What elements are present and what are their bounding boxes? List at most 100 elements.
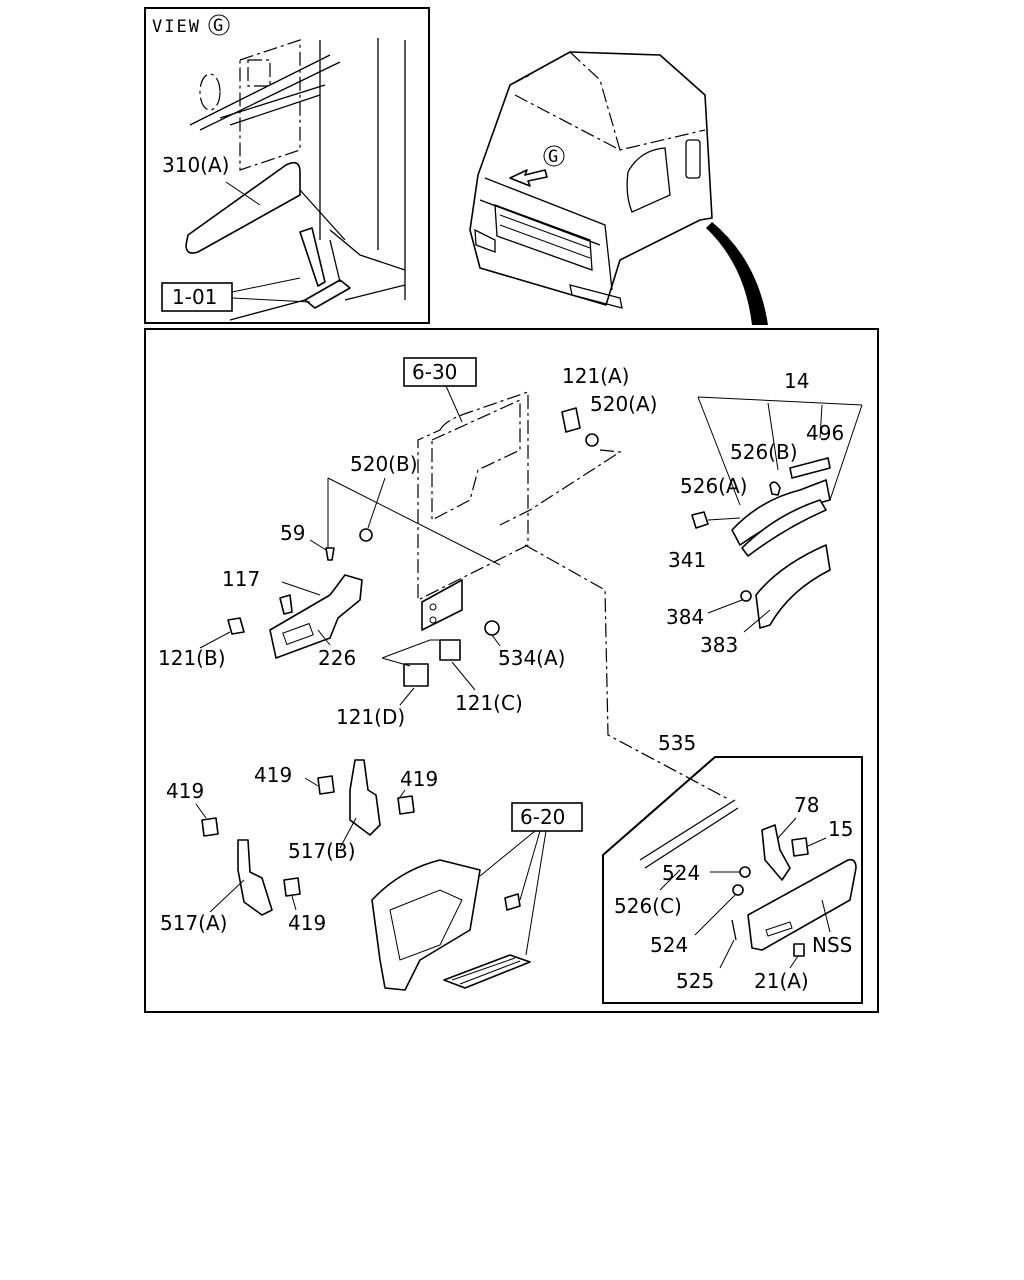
step-bolt: [504, 893, 521, 911]
label-517b: 517(B): [288, 839, 356, 863]
leader-6-20: [479, 830, 547, 956]
label-6-20: 6-20: [520, 805, 565, 829]
part-496-strip: [789, 457, 831, 479]
label-383: 383: [700, 633, 738, 657]
label-121a: 121(A): [562, 364, 629, 388]
label-226: 226: [318, 646, 356, 670]
leader-121d: [399, 687, 415, 706]
view-letter: G: [213, 16, 223, 36]
leader-524-b: [694, 894, 736, 936]
garnish-inset-frame: [602, 756, 863, 1004]
cab-headlamp-left: [474, 228, 496, 253]
door-hole-2: [429, 616, 437, 624]
leader-21a: [789, 955, 799, 969]
part-419-bolt-d: [283, 877, 301, 897]
ref-box-6-20: [511, 802, 583, 832]
leader-121b: [199, 631, 231, 649]
part-534a-clip: [484, 620, 500, 636]
part-121a-clip: [561, 407, 581, 433]
part-517b-bracket: [349, 759, 381, 836]
label-59: 59: [280, 521, 305, 545]
inset-floor-lines: [299, 189, 406, 271]
label-520b: 520(B): [350, 452, 418, 476]
label-341: 341: [668, 548, 706, 572]
main-frame: [144, 328, 879, 1013]
leader-1-01: [231, 277, 311, 303]
step-housing: [371, 859, 481, 991]
cab-body: [469, 51, 713, 306]
leader-526c: [659, 869, 681, 891]
label-496: 496: [806, 421, 844, 445]
cab-arrow-circle: [543, 145, 565, 167]
view-swoosh: [706, 222, 768, 325]
label-419-c: 419: [400, 767, 438, 791]
view-letter-circle: [208, 14, 230, 36]
leader-534a: [491, 634, 501, 647]
part-517a-bracket: [237, 839, 273, 916]
leader-15: [807, 837, 827, 847]
garnish-inset: 526(C) 78 15 524 524 NSS 525 21(A): [602, 756, 863, 1004]
view-title: VIEW: [152, 17, 201, 37]
bracket-group-517: 419 419 517(B) 419 419 517(A): [160, 759, 438, 935]
label-520a: 520(A): [590, 392, 657, 416]
label-525: 525: [676, 969, 714, 993]
part-383-cover: [755, 544, 831, 629]
part-524-clip-b: [732, 884, 744, 896]
part-520b-nut: [359, 528, 373, 542]
leader-310a: [225, 181, 261, 206]
label-15: 15: [828, 817, 853, 841]
leader-121c: [451, 661, 476, 691]
hinge-group: 520(B) 59 117 121(B) 226: [158, 452, 501, 670]
part-117-bolt: [279, 594, 293, 615]
ref-box-1-01: [161, 282, 233, 312]
leader-419-c: [397, 789, 406, 801]
label-78: 78: [794, 793, 819, 817]
inset-square: [247, 59, 271, 87]
inset-floor-edge: [229, 284, 406, 321]
label-534a: 534(A): [498, 646, 565, 670]
label-526a: 526(A): [680, 474, 747, 498]
cab-arrow-letter: G: [548, 147, 558, 167]
view-g-inset: VIEW G 310(A) 1-01: [144, 7, 430, 324]
leader-419-d: [291, 895, 297, 911]
leader-419-b: [304, 777, 319, 787]
step-assembly: 6-20: [371, 802, 583, 991]
cab-door-window: [626, 147, 671, 213]
label-1-01: 1-01: [172, 285, 217, 309]
leader-517a: [209, 879, 245, 913]
part-nss-slot: [765, 921, 793, 937]
part-15-bolt: [791, 837, 809, 857]
label-526c: 526(C): [614, 894, 682, 918]
leader-341: [707, 517, 741, 521]
view-g-arrow-icon: [509, 169, 548, 187]
label-117: 117: [222, 567, 260, 591]
door-assembly: 6-30: [403, 357, 529, 631]
part-419-bolt-c: [397, 795, 415, 815]
leader-226: [317, 629, 331, 646]
part-384-clip: [740, 590, 752, 602]
part-59-pin: [325, 547, 335, 561]
leader-121a-line: [499, 449, 622, 526]
leader-6-30: [445, 385, 463, 423]
label-384: 384: [666, 605, 704, 629]
pedal-arm: [299, 227, 326, 287]
label-nss: NSS: [812, 933, 852, 957]
cab-headlamp: [569, 284, 623, 309]
label-524-b: 524: [650, 933, 688, 957]
part-526c-strip: [639, 799, 736, 861]
label-310a: 310(A): [162, 153, 229, 177]
step-tread: [443, 954, 531, 989]
part-419-bolt-b: [317, 775, 335, 795]
door-hole-1: [429, 603, 437, 611]
part-310a-pad: [185, 161, 301, 254]
label-14: 14: [784, 369, 809, 393]
part-526b-clip: [769, 481, 781, 496]
part-341-bolt: [691, 511, 709, 529]
leader-383: [743, 609, 771, 633]
part-121b-clip: [227, 617, 245, 635]
step-tread-grip: [451, 957, 521, 985]
cab-overview: G: [469, 51, 768, 325]
cab-grille: [494, 204, 593, 271]
label-524-a: 524: [662, 861, 700, 885]
